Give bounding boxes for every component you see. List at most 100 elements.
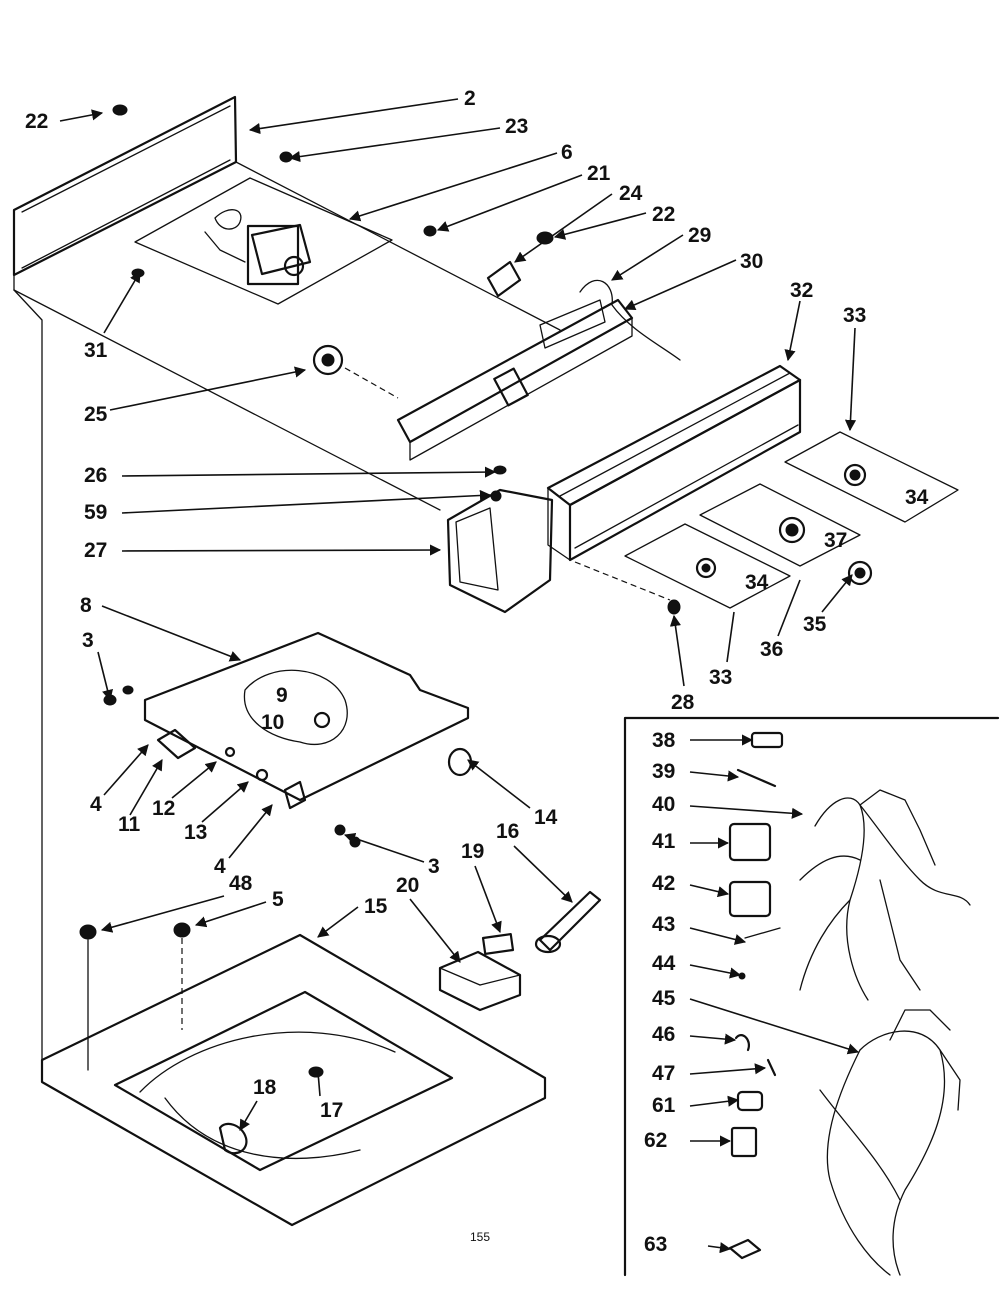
- leader-line-59: [121, 489, 492, 514]
- part-label-15: 15: [364, 895, 388, 918]
- leader-line-25: [109, 366, 307, 411]
- leader-line-40: [689, 805, 804, 819]
- leader-line-33: [726, 611, 735, 663]
- bracket-30: [396, 298, 634, 461]
- part-label-8: 8: [80, 594, 92, 617]
- part-label-24: 24: [619, 182, 643, 205]
- part-label-34: 34: [905, 486, 929, 509]
- part-label-18: 18: [253, 1076, 277, 1099]
- part-label-44: 44: [652, 952, 676, 975]
- leader-line-45: [689, 998, 860, 1055]
- part-label-14: 14: [534, 806, 558, 829]
- part-label-40: 40: [652, 793, 675, 816]
- leader-line-36: [777, 579, 801, 637]
- leader-line-2: [248, 98, 459, 135]
- part-number-labels: 2222362124222930323331252659273437343536…: [25, 87, 929, 1256]
- end-cap-27: [446, 465, 554, 614]
- leader-line-61: [689, 1095, 740, 1107]
- leader-line-26: [121, 466, 497, 478]
- leader-line-63: [707, 1242, 732, 1254]
- leader-lines: [59, 98, 860, 1254]
- leader-line-15: [317, 906, 359, 938]
- part-label-46: 46: [652, 1023, 675, 1046]
- leader-line-46: [689, 1033, 737, 1045]
- part-label-2: 2: [464, 87, 476, 110]
- leader-line-23: [288, 127, 501, 163]
- part-label-41: 41: [652, 830, 676, 853]
- leader-line-48: [100, 895, 225, 933]
- leader-line-4: [228, 804, 273, 859]
- leader-line-42: [689, 884, 730, 898]
- leader-line-44: [689, 964, 742, 979]
- leader-line-39: [689, 770, 740, 782]
- part-label-43: 43: [652, 913, 675, 936]
- part-label-4: 4: [214, 855, 226, 878]
- leader-line-5: [194, 901, 267, 928]
- control-console: [546, 364, 802, 562]
- leader-line-47: [689, 1063, 767, 1075]
- switch-parts: [486, 231, 681, 361]
- leader-line-27: [121, 544, 442, 556]
- part-label-37: 37: [824, 529, 847, 552]
- knob-25: [312, 344, 399, 399]
- leader-line-43: [689, 927, 747, 945]
- part-label-32: 32: [790, 279, 813, 302]
- part-label-6: 6: [561, 141, 573, 164]
- part-label-45: 45: [652, 987, 676, 1010]
- part-label-34: 34: [745, 571, 769, 594]
- part-label-33: 33: [843, 304, 866, 327]
- part-label-26: 26: [84, 464, 107, 487]
- part-label-11: 11: [118, 813, 141, 836]
- leader-line-6: [348, 152, 558, 222]
- part-label-31: 31: [84, 339, 108, 362]
- leader-line-11: [129, 759, 163, 816]
- leader-line-28: [669, 614, 685, 687]
- part-label-47: 47: [652, 1062, 675, 1085]
- part-label-35: 35: [803, 613, 827, 636]
- console-frame: [13, 161, 561, 1061]
- leader-line-31: [103, 271, 141, 334]
- part-label-28: 28: [671, 691, 695, 714]
- leader-line-30: [623, 259, 737, 311]
- part-label-48: 48: [229, 872, 253, 895]
- part-label-17: 17: [320, 1099, 343, 1122]
- leader-line-4: [103, 744, 149, 796]
- leader-line-19: [474, 865, 502, 934]
- part-label-19: 19: [461, 840, 484, 863]
- top-cover-8: [143, 631, 470, 802]
- part-label-22: 22: [652, 203, 675, 226]
- part-label-62: 62: [644, 1129, 667, 1152]
- part-label-61: 61: [652, 1094, 676, 1117]
- part-label-42: 42: [652, 872, 675, 895]
- leader-line-3: [97, 651, 113, 702]
- dial-knobs: [574, 431, 959, 615]
- leader-line-22: [553, 212, 647, 240]
- part-label-29: 29: [688, 224, 711, 247]
- leader-line-32: [784, 300, 801, 362]
- leader-line-35: [821, 574, 853, 613]
- timer-mounting-area: [134, 177, 393, 305]
- leader-line-16: [513, 845, 573, 903]
- part-label-39: 39: [652, 760, 675, 783]
- part-label-21: 21: [587, 162, 611, 185]
- part-label-59: 59: [84, 501, 107, 524]
- leader-line-12: [171, 761, 217, 799]
- lid-switch-assembly: [438, 890, 602, 1012]
- part-label-22: 22: [25, 110, 48, 133]
- washer-top-15: [40, 922, 547, 1227]
- part-label-13: 13: [184, 821, 207, 844]
- part-label-30: 30: [740, 250, 763, 273]
- part-label-16: 16: [496, 820, 519, 843]
- part-label-36: 36: [760, 638, 783, 661]
- part-label-23: 23: [505, 115, 528, 138]
- screws-top: [112, 104, 437, 278]
- leader-line-22: [59, 109, 104, 122]
- part-label-25: 25: [84, 403, 108, 426]
- part-label-38: 38: [652, 729, 676, 752]
- part-label-20: 20: [396, 874, 419, 897]
- leader-line-33: [844, 327, 857, 432]
- part-label-3: 3: [82, 629, 94, 652]
- leader-line-18: [239, 1100, 258, 1131]
